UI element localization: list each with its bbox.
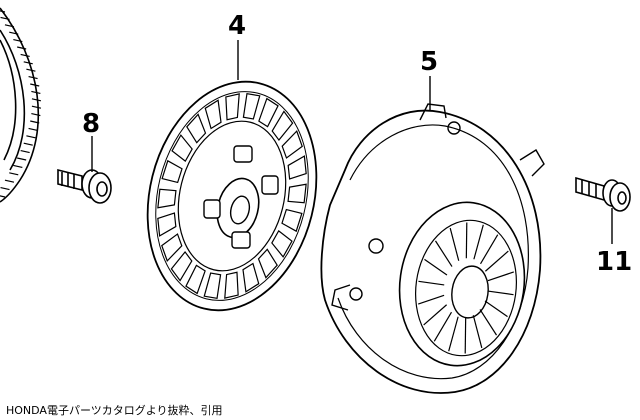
flywheel bbox=[0, 7, 42, 203]
flywheel-bolt bbox=[57, 168, 112, 204]
callout-11: 11 bbox=[596, 247, 632, 277]
callout-8: 8 bbox=[82, 109, 100, 139]
clutch-disc bbox=[146, 80, 318, 312]
pressure-plate-bolt bbox=[575, 176, 631, 212]
source-caption: HONDA電子パーツカタログより抜粋、引用 bbox=[6, 404, 223, 417]
callout-5: 5 bbox=[420, 47, 438, 77]
callout-4: 4 bbox=[228, 11, 246, 41]
pressure-plate bbox=[320, 103, 545, 394]
leader-lines bbox=[91, 40, 613, 244]
